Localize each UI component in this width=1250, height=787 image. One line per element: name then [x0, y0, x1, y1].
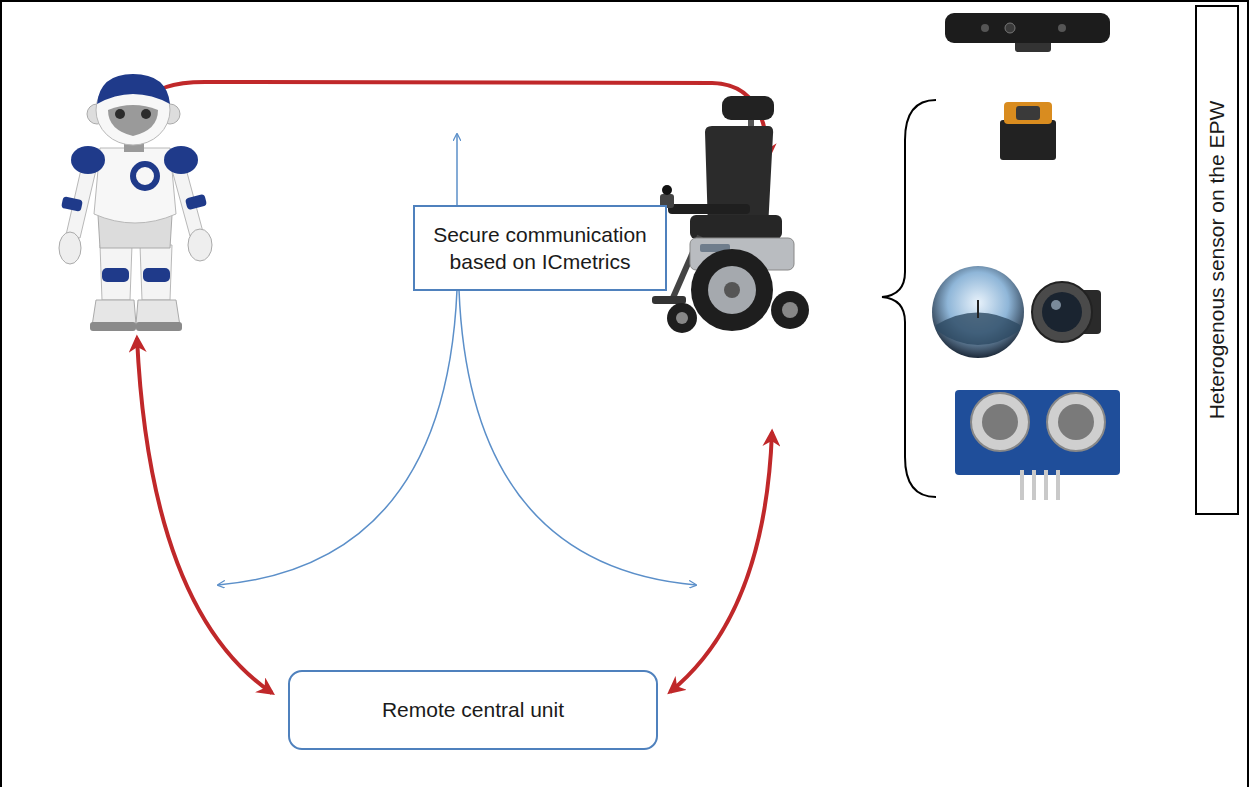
robot-wheelchair-arrow: [148, 82, 768, 158]
robot-picture: [59, 74, 212, 331]
right-arrow: [459, 290, 696, 585]
brace: [882, 100, 936, 497]
node-text: Heterogenous sensor on the EPW: [1203, 101, 1230, 420]
up-arrow: [456, 134, 458, 205]
kinect-picture: [945, 13, 1110, 52]
camera-picture: [1032, 282, 1101, 342]
wheelchair-unit-arrow: [670, 432, 772, 692]
side-label-box: Heterogenous sensor on the EPW: [1195, 5, 1239, 515]
node-text: Secure communication based on ICmetrics: [427, 221, 653, 276]
ultrasonic-picture: [955, 390, 1120, 500]
node-text: Remote central unit: [382, 696, 564, 723]
link-arrows: [137, 82, 772, 693]
robot-unit-arrow: [137, 338, 272, 693]
process-box: Secure communication based on ICmetrics: [413, 205, 667, 291]
wheelchair-picture: [652, 96, 809, 333]
unit-box: Remote central unit: [288, 670, 658, 750]
left-arrow: [218, 290, 457, 585]
lidar-picture: [1000, 102, 1056, 160]
secure-arrows: [218, 134, 696, 585]
fisheye-picture: [932, 266, 1024, 358]
